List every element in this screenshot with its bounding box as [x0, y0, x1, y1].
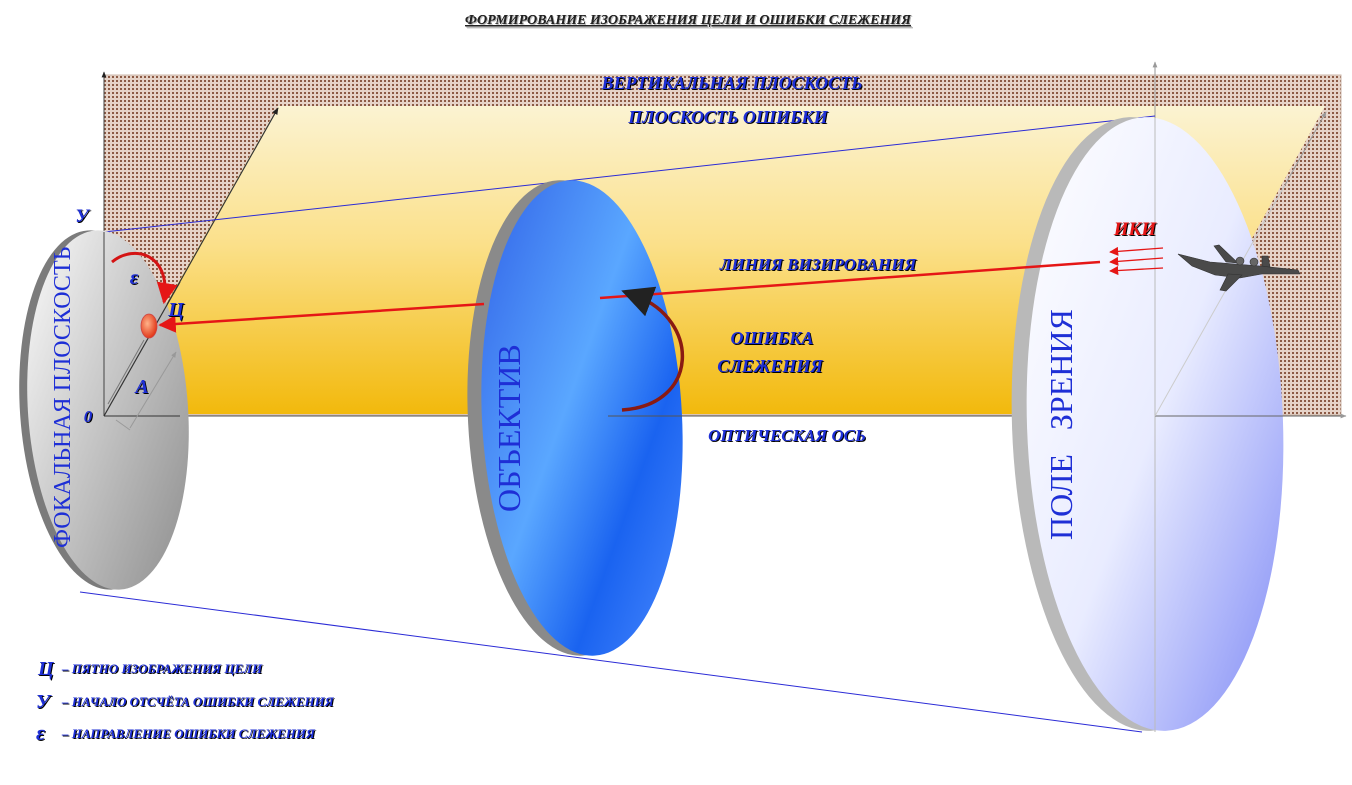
legend-text: – ПЯТНО ИЗОБРАЖЕНИЯ ЦЕЛИ — [61, 661, 263, 676]
vertical-plane-label: ВЕРТИКАЛЬНАЯ ПЛОСКОСТЬ — [600, 73, 862, 93]
tracking-error-label-1: ОШИБКА — [731, 328, 814, 348]
target-spot — [140, 313, 158, 339]
envelope-top — [103, 115, 1156, 233]
legend-symbol: ε — [36, 720, 45, 745]
target-label: Ц — [167, 299, 185, 321]
legend-text: – НАЧАЛО ОТСЧЁТА ОШИБКИ СЛЕЖЕНИЯ — [61, 694, 335, 709]
epsilon-arrow — [111, 251, 178, 305]
iki-rays — [1109, 246, 1164, 276]
aircraft-icon — [1177, 244, 1301, 292]
sight-line — [158, 302, 485, 333]
zero-label: 0 — [84, 407, 93, 426]
lens-label: ОБЪЕКТИВ — [491, 344, 527, 512]
page-title: ФОРМИРОВАНИЕ ИЗОБРАЖЕНИЯ ЦЕЛИ И ОШИБКИ С… — [465, 13, 911, 28]
error-plane-label: ПЛОСКОСТЬ ОШИБКИ — [627, 107, 829, 127]
envelope-bottom — [79, 591, 1143, 733]
y-origin-label: У — [75, 206, 90, 227]
sight-line-label: ЛИНИЯ ВИЗИРОВАНИЯ — [719, 255, 918, 274]
legend-text: – НАПРАВЛЕНИЕ ОШИБКИ СЛЕЖЕНИЯ — [61, 726, 316, 741]
legend: Ц – ПЯТНО ИЗОБРАЖЕНИЯ ЦЕЛИ У – НАЧАЛО ОТ… — [36, 658, 335, 745]
focal-plane-label: ФОКАЛЬНАЯ ПЛОСКОСТЬ — [50, 247, 76, 548]
tracking-error-label-2: СЛЕЖЕНИЯ — [717, 356, 823, 376]
legend-symbol: Ц — [37, 658, 55, 680]
iki-label: ИКИ — [1113, 219, 1158, 240]
optical-axis-label: ОПТИЧЕСКАЯ ОСЬ — [708, 426, 866, 445]
legend-symbol: У — [36, 691, 52, 713]
epsilon-label: ε — [130, 265, 139, 289]
tracking-error-arrow — [621, 286, 684, 412]
field-of-view-label: ПОЛЕ ЗРЕНИЯ — [1043, 309, 1079, 540]
a-label: А — [133, 376, 148, 398]
